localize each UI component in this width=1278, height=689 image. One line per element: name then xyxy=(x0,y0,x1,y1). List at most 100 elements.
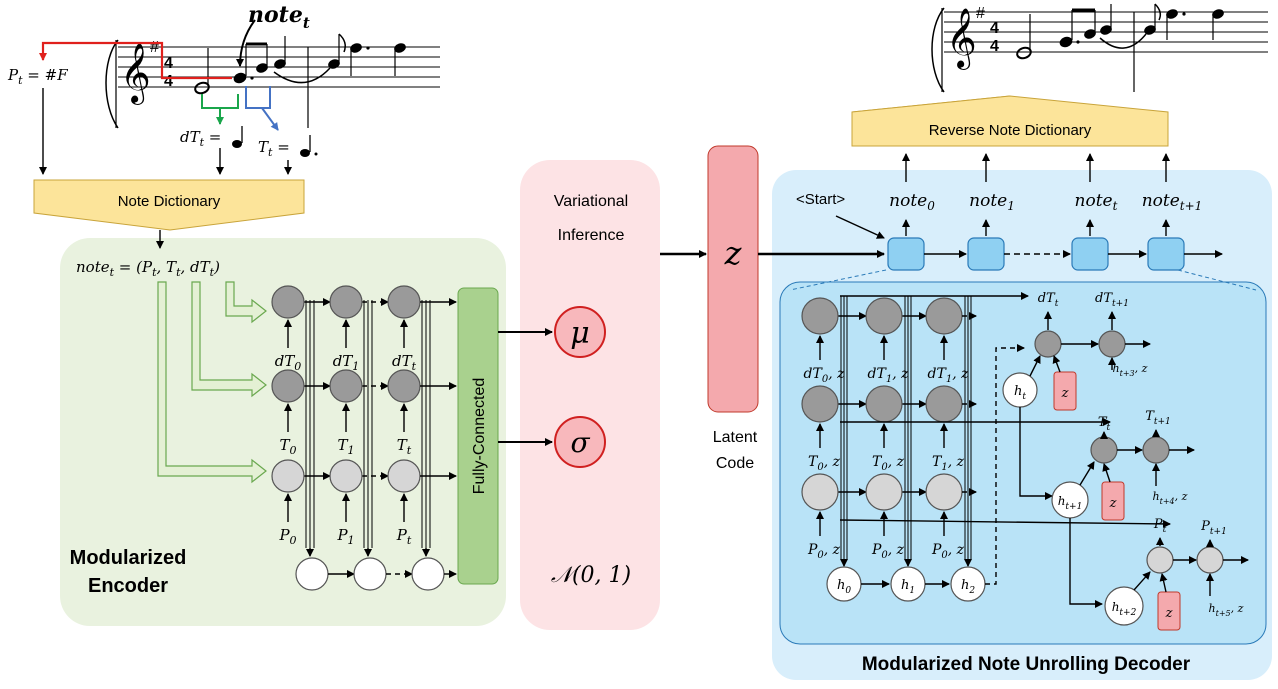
reverse-note-dictionary-label: Reverse Note Dictionary xyxy=(929,122,1092,139)
decoder-output-label: notet+1 xyxy=(1142,191,1203,213)
decoder-cell xyxy=(967,237,1005,271)
treble-clef-icon-output: 𝄞 xyxy=(946,8,977,70)
decoder-p-input: P0, z xyxy=(807,542,841,561)
unroll-h5z-label: ht+5, z xyxy=(1209,602,1244,618)
svg-text:#: # xyxy=(976,5,985,22)
decoder-p-node xyxy=(801,473,839,511)
decoder-output-label: note0 xyxy=(889,191,935,213)
sigma-symbol: σ xyxy=(570,426,590,459)
decoder-dt-node xyxy=(801,297,839,335)
unroll-p-node-next xyxy=(1196,546,1224,574)
svg-text:4: 4 xyxy=(164,73,173,90)
unroll-dt-node-next xyxy=(1098,330,1126,358)
encoder-dt-node xyxy=(271,285,305,319)
unroll-z-box xyxy=(1053,371,1077,411)
decoder-chain: note0 note1 notet notet+1 xyxy=(887,153,1223,271)
decoder-p-node xyxy=(865,473,903,511)
decoder-cell xyxy=(1147,237,1185,271)
output-score: 𝄞 # 4 4 xyxy=(931,3,1268,93)
encoder-summary-node xyxy=(353,557,387,591)
unroll-h4z-label: ht+4, z xyxy=(1153,490,1188,506)
pt-label: Pt = #F xyxy=(7,66,68,87)
decoder-t-node xyxy=(865,385,903,423)
decoder-cell xyxy=(887,237,925,271)
unroll-ht-label: ht xyxy=(1014,384,1026,402)
quarter-note-icon xyxy=(232,140,242,148)
note-dictionary-box xyxy=(33,179,305,231)
fully-connected-box xyxy=(457,287,499,585)
svg-text:4: 4 xyxy=(164,55,173,72)
latent-z-box xyxy=(707,145,759,413)
unroll-ht2-node xyxy=(1104,586,1144,626)
unroll-ht2-label: ht+2 xyxy=(1112,600,1137,618)
encoder-t-label: T1 xyxy=(337,436,354,457)
svg-text:4: 4 xyxy=(990,38,999,55)
encoder-dt-label: dT0 xyxy=(275,352,302,373)
code-label: Code xyxy=(716,455,754,472)
encoder-t-node xyxy=(271,369,305,403)
decoder-title: Modularized Note Unrolling Decoder xyxy=(862,654,1191,675)
unroll-h3z-label: ht+3, z xyxy=(1113,362,1148,378)
encoder-dt-label: dTt xyxy=(392,352,417,373)
note-t-label: notet xyxy=(248,2,310,32)
decoder-h-label: h0 xyxy=(837,578,851,596)
unroll-p-out: Pt xyxy=(1153,517,1167,535)
latent-z-symbol: z xyxy=(724,234,743,272)
decoder-t-input: T0, z xyxy=(872,454,905,473)
decoder-dt-node xyxy=(925,297,963,335)
encoder-dt-node xyxy=(329,285,363,319)
encoder-p-label: P0 xyxy=(278,526,296,547)
unroll-z-box xyxy=(1157,591,1181,631)
encoder-t-label: T0 xyxy=(279,436,296,457)
encoder-title-line2: Encoder xyxy=(88,575,168,597)
inference-label: Inference xyxy=(558,227,625,244)
encoder-t-node xyxy=(329,369,363,403)
decoder-h-label: h2 xyxy=(961,578,975,596)
unroll-dt-out-next: dTt+1 xyxy=(1095,291,1129,309)
variational-label: Variational xyxy=(554,193,628,210)
unroll-p-node xyxy=(1146,546,1174,574)
treble-clef-icon: 𝄞 xyxy=(120,43,151,105)
decoder-dt-node xyxy=(865,297,903,335)
start-token: <Start> xyxy=(796,191,845,208)
decoder-p-input: P0, z xyxy=(871,542,905,561)
sigma-node xyxy=(554,416,606,468)
unroll-z-label: z xyxy=(1165,606,1173,621)
normal-distribution: 𝒩(0, 1) xyxy=(551,563,631,588)
fully-connected-label: Fully-Connected xyxy=(471,378,488,495)
decoder-p-node xyxy=(925,473,963,511)
mu-symbol: μ xyxy=(570,316,590,351)
input-score: 𝄞 # 4 4 xyxy=(105,33,440,129)
tt-label: Tt = xyxy=(258,138,290,159)
decoder-output-label: notet xyxy=(1075,191,1118,213)
unroll-t-out: Tt xyxy=(1098,415,1111,433)
encoder-summary-node xyxy=(411,557,445,591)
decoder-output-label: note1 xyxy=(969,191,1015,213)
decoder-p-input: P0, z xyxy=(931,542,965,561)
svg-text:#: # xyxy=(150,39,159,56)
encoder-title-line1: Modularized xyxy=(70,547,187,569)
unroll-p-out-next: Pt+1 xyxy=(1200,519,1227,537)
unroll-ht1-label: ht+1 xyxy=(1058,494,1083,512)
unroll-t-out-next: Tt+1 xyxy=(1145,409,1171,427)
variational-panel xyxy=(520,160,660,630)
feature-split-arrows xyxy=(157,281,267,484)
encoder-p-label: P1 xyxy=(336,526,354,547)
unroll-z-label: z xyxy=(1061,386,1069,401)
mu-node xyxy=(554,306,606,358)
decoder-t-node xyxy=(925,385,963,423)
dtt-label: dTt = xyxy=(180,128,221,149)
encoder-p-label: Pt xyxy=(396,526,412,547)
encoder-t-label: Tt xyxy=(397,436,412,457)
decoder-t-input: T0, z xyxy=(808,454,841,473)
decoder-inner-panel xyxy=(779,281,1267,645)
unroll-dt-out: dTt xyxy=(1038,291,1059,309)
encoder-p-node xyxy=(329,459,363,493)
unroll-z-box xyxy=(1101,481,1125,521)
latent-label: Latent xyxy=(713,429,758,446)
encoder-dt-node xyxy=(387,285,421,319)
decoder-cell xyxy=(1071,237,1109,271)
unroll-t-node-next xyxy=(1142,436,1170,464)
